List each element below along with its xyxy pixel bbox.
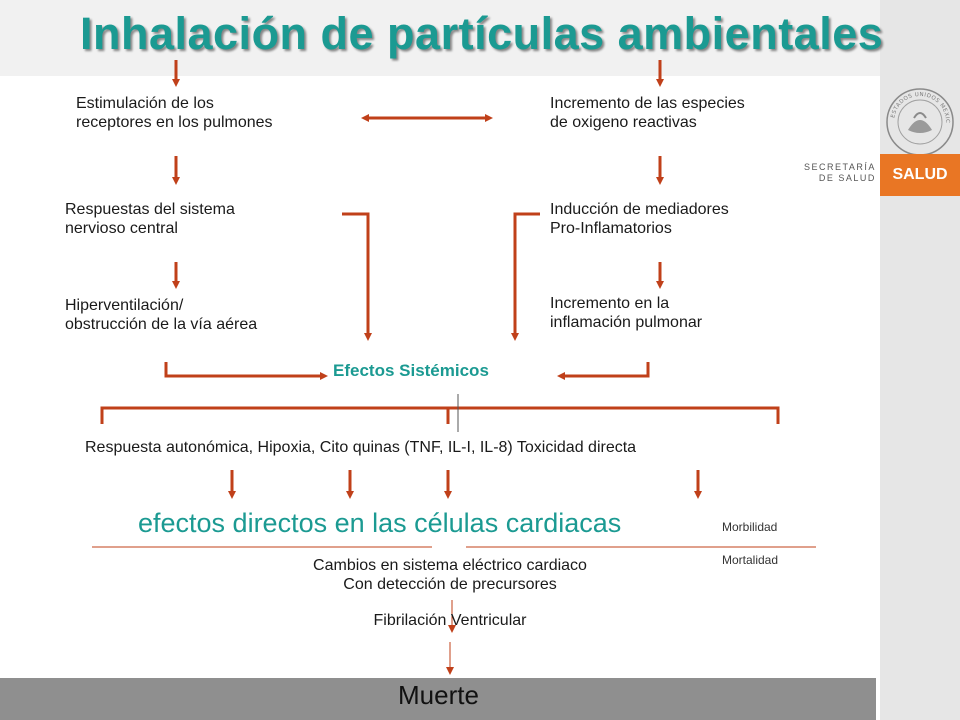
title-band — [0, 0, 880, 76]
bracket-responses — [100, 406, 780, 424]
salud-logo: SALUD — [880, 154, 960, 196]
svg-text:ESTADOS UNIDOS MEXICANOS: ESTADOS UNIDOS MEXICANOS — [884, 86, 950, 124]
node-cns-response: Respuestas del sistema nervioso central — [65, 201, 235, 237]
arrow-inflam-systemic — [557, 362, 650, 380]
page-title: Inhalación de partículas ambientales — [80, 8, 884, 59]
death-label: Muerte — [398, 680, 479, 710]
mortality-label: Mortalidad — [722, 553, 779, 567]
node-hyperventilation: Hiperventilación/ obstrucción de la vía … — [65, 297, 258, 333]
morbidity-label: Morbilidad — [722, 520, 778, 534]
node-receptor-stimulation: Estimulación de los receptores en los pu… — [76, 95, 273, 131]
electrical-changes: Cambios en sistema eléctrico cardiaco Co… — [313, 557, 587, 593]
seal-text: ESTADOS UNIDOS MEXICANOS — [884, 86, 950, 124]
cardiac-effects: efectos directos en las células cardiaca… — [138, 508, 622, 538]
ventricular-fibrillation: Fibrilación Ventricular — [373, 612, 527, 629]
responses-line: Respuesta autonómica, Hipoxia, Cito quin… — [85, 439, 637, 456]
coat-of-arms-icon: ESTADOS UNIDOS MEXICANOS — [884, 86, 954, 156]
arrow-cns-systemic — [342, 212, 372, 341]
systemic-effects: Efectos Sistémicos — [333, 361, 489, 380]
arrow-hyper-systemic — [164, 362, 328, 380]
ministry-name: SECRETARÍA DE SALUD — [804, 162, 876, 183]
bottom-band — [0, 678, 876, 720]
node-lung-inflammation: Incremento en la inflamación pulmonar — [550, 295, 703, 331]
node-reactive-oxygen: Incremento de las especies de oxigeno re… — [550, 95, 745, 131]
arrow-mediators-systemic — [511, 212, 540, 341]
node-proinflammatory: Inducción de mediadores Pro-Inflamatorio… — [550, 201, 729, 237]
